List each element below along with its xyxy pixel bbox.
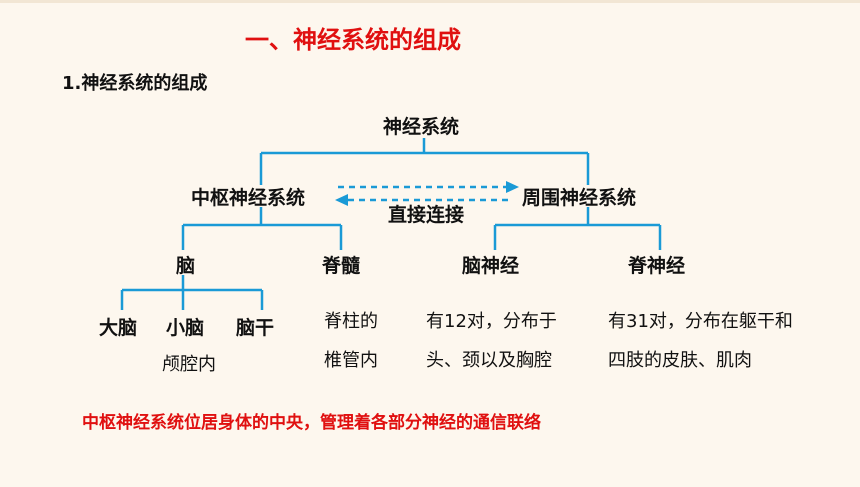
spinal-cord-location-line1: 脊柱的 [324,311,378,332]
tree-connectors [120,138,662,310]
node-peripheral-nervous-system: 周围神经系统 [522,187,637,209]
cranial-nerves-desc-line1: 有12对，分布于 [426,311,557,332]
node-cerebrum: 大脑 [99,317,138,339]
node-spinal-nerves: 脊神经 [628,255,686,277]
node-brain: 脑 [176,255,196,277]
node-cranial-nerves: 脑神经 [462,255,520,277]
cranial-nerves-desc-line2: 头、颈以及胸腔 [426,350,552,371]
summary-note: 中枢神经系统位居身体的中央，管理着各部分神经的通信联络 [82,413,541,433]
spinal-nerves-desc-line1: 有31对，分布在躯干和 [608,311,793,332]
spinal-cord-location-line2: 椎管内 [324,350,378,371]
central-connector [181,207,343,250]
node-cerebellum: 小脑 [166,317,205,339]
root-connector [259,138,590,185]
page-title: 一、神经系统的组成 [245,26,461,54]
arrow-head-right [506,181,519,193]
node-spinal-cord: 脊髓 [322,255,361,277]
node-central-nervous-system: 中枢神经系统 [191,187,306,209]
node-brainstem: 脑干 [236,317,275,339]
spinal-nerves-desc-line2: 四肢的皮肤、肌肉 [608,350,752,371]
arrow-head-left [335,194,348,206]
link-label: 直接连接 [388,204,465,226]
section-subtitle: 1.神经系统的组成 [62,73,208,94]
peripheral-connector [493,207,662,250]
brain-parts-connector [120,275,264,310]
node-nervous-system: 神经系统 [383,116,460,138]
brain-location: 颅腔内 [162,354,216,375]
